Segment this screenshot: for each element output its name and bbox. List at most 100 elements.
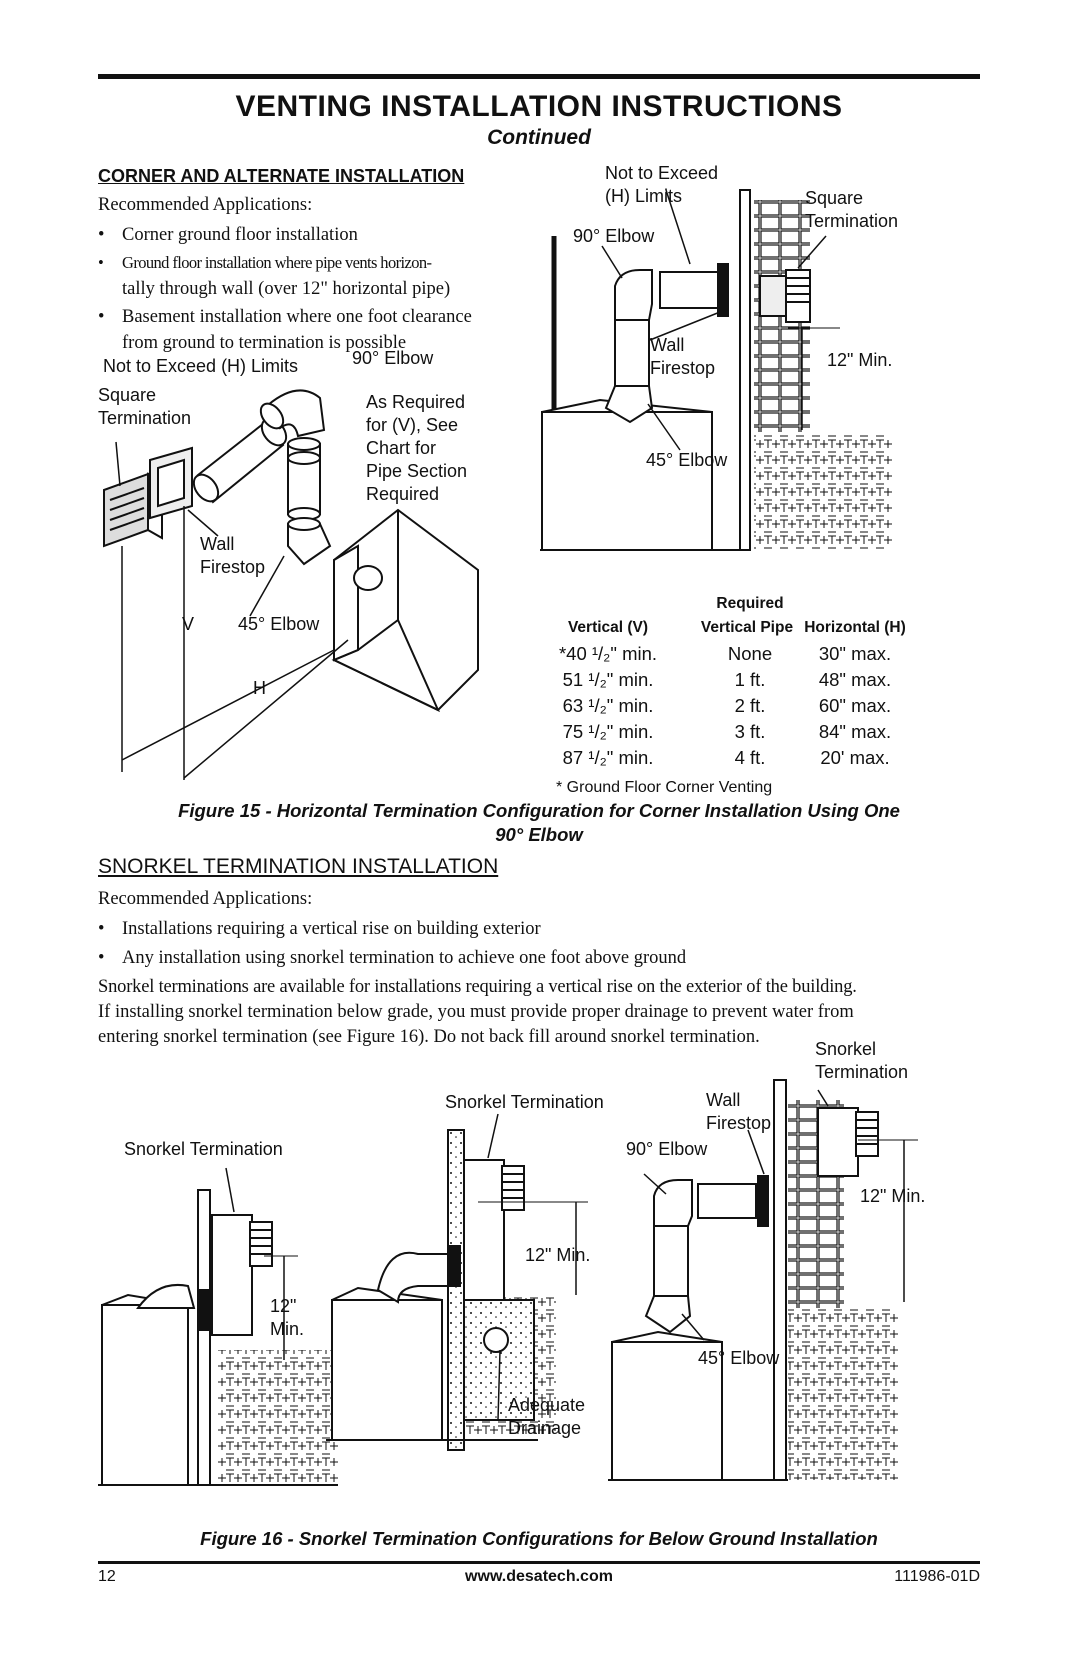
table-header-required: Required <box>716 595 784 612</box>
fig15-left-asreq-1: As Required <box>366 392 466 412</box>
fig15-right-square-2: Termination <box>805 211 899 231</box>
fig15-right-elbow45-label: 45° Elbow <box>646 450 728 470</box>
doc-number: 111986-01D <box>894 1568 980 1585</box>
fig16-p2-snorkel-label: Snorkel Termination <box>445 1092 604 1112</box>
vertical-pipe-shape <box>614 319 650 387</box>
fig15-left-asreq-5: Required <box>366 484 440 504</box>
fig16-panel-2 <box>326 1113 588 1451</box>
fig15-left-termination-label: Termination <box>98 408 192 428</box>
table-cell: 2 ft. <box>734 695 766 716</box>
elbow-90-shape <box>614 269 653 321</box>
fig15-left-wall-label: Wall <box>200 534 235 554</box>
fig15-right-wall-label: Wall <box>650 335 685 355</box>
snorkel-heading: SNORKEL TERMINATION INSTALLATION <box>98 855 499 878</box>
snorkel-intro: Recommended Applications: <box>98 889 313 909</box>
corner-bullet-3: • Basement installation where one foot c… <box>98 304 518 330</box>
fig16-p2-min12-label: 12" Min. <box>525 1245 591 1265</box>
fig16-p1-min-label: Min. <box>270 1319 305 1339</box>
fig16-p1-12-label: 12" <box>270 1296 297 1316</box>
table-cell: 1 ft. <box>734 669 766 690</box>
table-cell: 4 ft. <box>734 747 766 768</box>
page-title: VENTING INSTALLATION INSTRUCTIONS <box>235 90 843 123</box>
snorkel-para-line-3: entering snorkel termination (see Figure… <box>98 1027 760 1047</box>
fig15-right-limits-1: Not to Exceed <box>605 163 719 183</box>
bullet-dot: • <box>98 253 104 272</box>
fig16-drawing <box>98 1079 918 1486</box>
table-header-vertical-pipe: Vertical Pipe <box>700 619 794 636</box>
snorkel-para-line-2: If installing snorkel termination below … <box>98 1002 854 1022</box>
table-cell: 20' max. <box>820 747 890 768</box>
bullet-dot: • <box>98 225 105 245</box>
wall-firestop-shape <box>717 263 729 317</box>
table-cell: 51 ¹/₂" min. <box>562 669 654 690</box>
fig15-caption-line-1: Figure 15 - Horizontal Termination Confi… <box>178 800 900 821</box>
fig15-left-asreq-3: Chart for <box>366 438 437 458</box>
fig15-right-firestop-label: Firestop <box>650 358 716 378</box>
fig15-left-h-label: H <box>253 678 266 698</box>
bullet-dot: • <box>98 307 105 327</box>
bullet-dot: • <box>98 919 105 939</box>
table-cell: 87 ¹/₂" min. <box>562 747 654 768</box>
fig16-p3-elbow45-label: 45° Elbow <box>698 1348 780 1368</box>
wall-firestop-shape <box>149 446 193 520</box>
fig15-right-limits-2: (H) Limits <box>605 186 682 206</box>
fig15-right-min12-label: 12" Min. <box>827 350 893 370</box>
table-cell: None <box>727 643 773 664</box>
fig16-p3-snorkel-2: Termination <box>815 1062 909 1082</box>
page-subtitle: Continued <box>487 126 591 149</box>
horizontal-pipe-shape <box>659 271 719 309</box>
fig16-p2-adequate-label: Adequate <box>508 1395 586 1415</box>
fig16-p1-snorkel-label: Snorkel Termination <box>124 1139 283 1159</box>
table-cell: 60" max. <box>818 695 892 716</box>
corner-bullet-3-cont: from ground to termination is possible <box>122 333 407 353</box>
fig15-left-drawing <box>103 389 479 780</box>
bullet-dot: • <box>98 948 105 968</box>
fireplace-shape <box>541 411 713 551</box>
fig16-p3-elbow90-label: 90° Elbow <box>626 1139 708 1159</box>
fig15-left-asreq-4: Pipe Section <box>366 461 468 481</box>
fig16-p3-min12-label: 12" Min. <box>860 1186 926 1206</box>
header-rule <box>98 74 980 79</box>
fig16-panel-3 <box>608 1079 918 1481</box>
corner-intro: Recommended Applications: <box>98 195 313 215</box>
fig16-panel-1 <box>98 1167 338 1486</box>
vertical-pipe-shape <box>287 437 321 521</box>
snorkel-bullet-1: • Installations requiring a vertical ris… <box>98 916 898 942</box>
fig16-caption: Figure 16 - Snorkel Termination Configur… <box>200 1528 878 1549</box>
snorkel-bullet-2: • Any installation using snorkel termina… <box>98 945 898 971</box>
fig15-right-square-1: Square <box>805 188 864 208</box>
table-cell: *40 ¹/₂" min. <box>558 643 658 664</box>
page-number: 12 <box>98 1568 116 1585</box>
corner-bullet-2-cont: tally through wall (over 12" horizontal … <box>122 279 451 299</box>
fig15-left-elbow90-label: 90° Elbow <box>352 348 434 368</box>
fig16-p2-drainage-label: Drainage <box>508 1418 582 1438</box>
footer-url[interactable]: www.desatech.com <box>465 1568 613 1585</box>
table-cell: 3 ft. <box>734 721 766 742</box>
table-footnote: * Ground Floor Corner Venting <box>556 779 773 796</box>
elbow-45-shape <box>604 385 654 424</box>
fig15-caption-line-2: 90° Elbow <box>495 824 583 845</box>
elbow-45-shape <box>287 517 332 566</box>
table-cell: 30" max. <box>818 643 892 664</box>
fig16-p3-firestop-label: Firestop <box>706 1113 772 1133</box>
table-header-horizontal: Horizontal (H) <box>804 619 906 636</box>
table-cell: 48" max. <box>818 669 892 690</box>
fireplace-box-shape <box>331 508 479 713</box>
table-cell: 84" max. <box>818 721 892 742</box>
fig15-left-firestop-label: Firestop <box>200 557 266 577</box>
footer-rule <box>98 1561 980 1564</box>
fig15-left-elbow45-label: 45° Elbow <box>238 614 320 634</box>
table-header-vertical: Vertical (V) <box>567 619 649 636</box>
snorkel-para-line-1: Snorkel terminations are available for i… <box>98 977 857 997</box>
fig15-left-asreq-2: for (V), See <box>366 415 459 435</box>
table-cell: 75 ¹/₂" min. <box>562 721 654 742</box>
fig16-p3-wall-label: Wall <box>706 1090 741 1110</box>
table-cell: 63 ¹/₂" min. <box>562 695 654 716</box>
fig15-right-elbow90-label: 90° Elbow <box>573 226 655 246</box>
corner-bullet-1: • Corner ground floor installation <box>98 222 518 248</box>
h-dimension-line <box>121 649 335 761</box>
elbow-90-shape <box>259 389 326 438</box>
corner-bullet-2: • Ground floor installation where pipe v… <box>98 250 518 276</box>
fig15-left-limits-label: Not to Exceed (H) Limits <box>103 356 299 376</box>
corner-heading: CORNER AND ALTERNATE INSTALLATION <box>98 166 465 186</box>
